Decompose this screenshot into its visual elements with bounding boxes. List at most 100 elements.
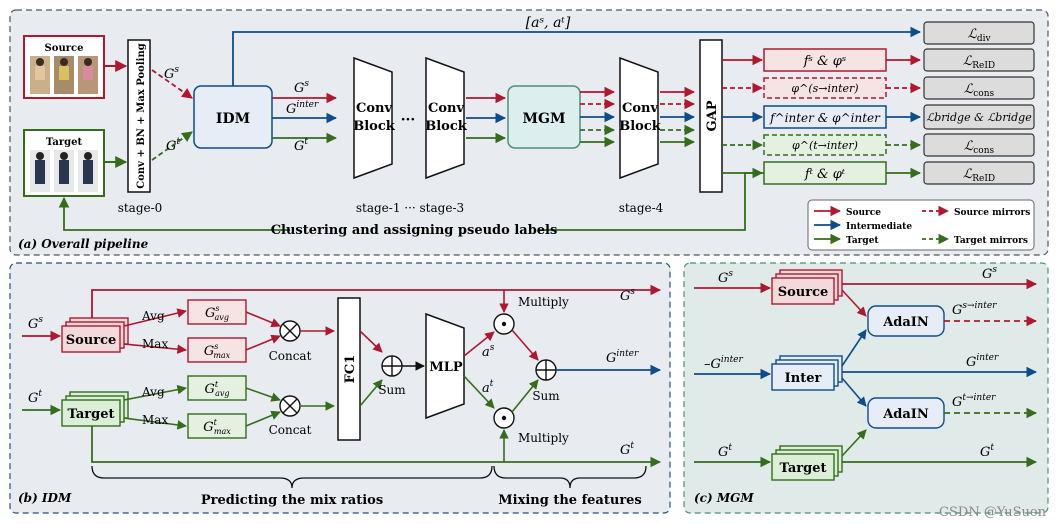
panel-overall-pipeline: Source Target xyxy=(9,9,1049,256)
loss-cons-target: ℒcons xyxy=(923,133,1035,157)
stage-0-label: stage-0 xyxy=(118,201,163,215)
stem-conv-block: Conv + BN + Max Pooling xyxy=(127,39,151,193)
svg-text:ℒcons: ℒcons xyxy=(964,82,995,99)
feature-box-source: fˢ & φˢ xyxy=(763,48,887,72)
loss-div: ℒdiv xyxy=(923,21,1035,45)
svg-text:ℒReID: ℒReID xyxy=(963,54,995,71)
svg-text:φ^(t→inter): φ^(t→inter) xyxy=(792,139,858,152)
idm-gs-output: Gs xyxy=(620,287,635,304)
source-image-label: Source xyxy=(45,43,84,54)
gt-label-stem: Gt xyxy=(166,137,180,154)
adain-block-2: AdaIN xyxy=(867,397,945,429)
feature-box-source-mirror: φ^(s→inter) xyxy=(763,77,887,99)
idm-avg-target: Avg xyxy=(141,385,165,399)
gt-label-idm-out: Gt xyxy=(294,137,308,154)
mgm-label: MGM xyxy=(523,111,566,127)
svg-text:Block: Block xyxy=(619,119,662,134)
idm-max-target: Max xyxy=(142,413,168,427)
idm-multiply-source: Multiply xyxy=(518,295,569,309)
multiply-source-icon xyxy=(493,313,515,335)
idm-mixing-label: Mixing the features xyxy=(498,493,642,508)
loss-bridge: ℒbridge & ℒbridge xyxy=(923,104,1035,130)
panel-b-caption: (b) IDM xyxy=(18,491,72,505)
svg-text:Target: Target xyxy=(779,461,826,476)
mix-ratio-vector-label: [aˢ, aᵗ] xyxy=(526,15,571,31)
clustering-label-bg xyxy=(290,221,538,239)
concat-source-icon xyxy=(279,320,301,342)
sum-icon-1 xyxy=(381,355,403,377)
idm-ginter-output: Ginter xyxy=(606,349,639,366)
idm-concat-target: Concat xyxy=(269,423,312,437)
idm-source-block: Source xyxy=(61,317,129,353)
panel-a-caption: (a) Overall pipeline xyxy=(18,237,149,251)
mgm-gt-input: Gt xyxy=(718,443,732,460)
svg-text:fᵗ & φᵗ: fᵗ & φᵗ xyxy=(804,167,846,182)
svg-text:Source: Source xyxy=(66,333,117,348)
svg-text:φ^(s→inter): φ^(s→inter) xyxy=(791,82,858,95)
concat-target-icon xyxy=(279,395,301,417)
idm-label: IDM xyxy=(216,111,250,127)
svg-text:ℒdiv: ℒdiv xyxy=(967,27,991,44)
gap-block: GAP xyxy=(699,39,723,193)
svg-text:Conv: Conv xyxy=(622,101,658,116)
loss-reid-source: ℒReID xyxy=(923,48,1035,72)
idm-sum-1: Sum xyxy=(378,383,406,397)
svg-text:fˢ & φˢ: fˢ & φˢ xyxy=(803,54,847,69)
source-image-card: Source xyxy=(23,35,105,99)
idm-gt-input: Gt xyxy=(28,389,42,406)
idm-target-block: Target xyxy=(61,391,129,427)
mgm-module-box: MGM xyxy=(507,85,581,149)
svg-text:f^inter & φ^inter: f^inter & φ^inter xyxy=(769,111,881,125)
brace-predicting xyxy=(91,465,493,489)
idm-avg-source: Avg xyxy=(141,309,165,323)
idm-module-box: IDM xyxy=(193,85,273,149)
mlp-block: MLP xyxy=(425,312,465,420)
stage-1-3-label: stage-1 ··· stage-3 xyxy=(356,201,464,215)
sum-icon-2 xyxy=(535,359,557,381)
conv-block-stage4: Conv Block xyxy=(619,56,662,180)
legend: Source Source mirrors Intermediate Targe… xyxy=(807,199,1035,251)
svg-text:Block: Block xyxy=(425,119,468,134)
panel-mgm: Gs Source Gs AdaIN Gs→inter –Ginter Inte… xyxy=(683,262,1049,520)
source-person-thumbnails xyxy=(30,56,98,94)
fc1-block: FC1 xyxy=(337,297,361,441)
gs-label-idm-out: Gs xyxy=(294,79,309,96)
feature-box-target-mirror: φ^(t→inter) xyxy=(763,134,887,156)
feature-box-target: fᵗ & φᵗ xyxy=(763,161,887,185)
legend-source-mirrors: Source mirrors xyxy=(954,208,1030,218)
gs-label-stem: Gs xyxy=(164,65,179,82)
svg-text:AdaIN: AdaIN xyxy=(882,407,929,422)
ginter-label-idm-out: Ginter xyxy=(286,100,319,117)
legend-target-mirrors: Target mirrors xyxy=(954,236,1028,246)
svg-text:ℒbridge & ℒbridge: ℒbridge & ℒbridge xyxy=(926,111,1032,124)
mgm-gs-input: Gs xyxy=(718,269,733,286)
gap-label: GAP xyxy=(705,100,720,131)
idm-predicting-label: Predicting the mix ratios xyxy=(201,493,383,508)
feature-box-inter: f^inter & φ^inter xyxy=(763,105,887,129)
svg-text:Conv: Conv xyxy=(428,101,464,116)
svg-text:Conv: Conv xyxy=(356,101,392,116)
svg-text:Source: Source xyxy=(778,285,829,300)
multiply-target-icon xyxy=(493,407,515,429)
conv-block-stage1: Conv Block xyxy=(353,56,396,180)
svg-text:ℒReID: ℒReID xyxy=(963,167,995,184)
mgm-gs-to-inter: Gs→inter xyxy=(952,301,997,318)
mgm-gt-output: Gt xyxy=(980,443,994,460)
mgm-ginter-output: Ginter xyxy=(966,353,999,370)
target-person-thumbnails xyxy=(30,150,98,192)
svg-text:FC1: FC1 xyxy=(343,355,358,384)
panel-c-caption: (c) MGM xyxy=(694,491,754,505)
svg-text:Inter: Inter xyxy=(785,371,822,386)
conv-ellipsis: ··· xyxy=(401,112,416,128)
idm-at-label: at xyxy=(482,379,494,396)
idm-as-label: as xyxy=(482,343,495,360)
loss-cons-source: ℒcons xyxy=(923,76,1035,100)
